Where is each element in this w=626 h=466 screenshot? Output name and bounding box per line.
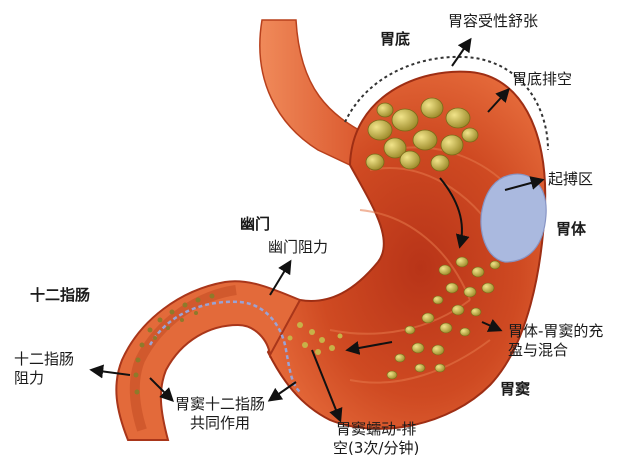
label-pacemaker-zone: 起搏区	[548, 170, 593, 189]
label-duodenum: 十二指肠	[30, 286, 90, 305]
label-pyloric-resistance: 幽门阻力	[268, 238, 328, 257]
label-receptive-relaxation: 胃容受性舒张	[448, 12, 538, 31]
label-antro-duodenal-line2: 共同作用	[175, 414, 265, 433]
label-duodenal-resistance-line2: 阻力	[14, 369, 74, 388]
label-antrum: 胃窦	[500, 380, 530, 399]
label-fundus: 胃底	[380, 30, 410, 49]
label-antro-duodenal: 胃窦十二指肠 共同作用	[175, 395, 265, 433]
label-antral-peristalsis-line1: 胃窦蠕动-排	[333, 420, 419, 439]
arrow-pyloric-resistance	[270, 262, 290, 295]
label-antro-duodenal-line1: 胃窦十二指肠	[175, 395, 265, 414]
label-pylorus: 幽门	[240, 215, 270, 234]
label-antral-peristalsis: 胃窦蠕动-排 空(3次/分钟)	[333, 420, 419, 458]
label-filling-mixing: 胃体-胃窦的充 盈与混合	[508, 322, 603, 360]
label-duodenal-resistance: 十二指肠 阻力	[14, 350, 74, 388]
esophagus	[260, 20, 368, 165]
label-body: 胃体	[556, 220, 586, 239]
label-filling-mixing-line1: 胃体-胃窦的充	[508, 322, 603, 341]
label-antral-peristalsis-line2: 空(3次/分钟)	[333, 439, 419, 458]
arrow-receptive-relaxation	[452, 40, 470, 66]
label-filling-mixing-line2: 盈与混合	[508, 341, 603, 360]
label-fundus-emptying: 胃底排空	[512, 70, 572, 89]
label-duodenal-resistance-line1: 十二指肠	[14, 350, 74, 369]
